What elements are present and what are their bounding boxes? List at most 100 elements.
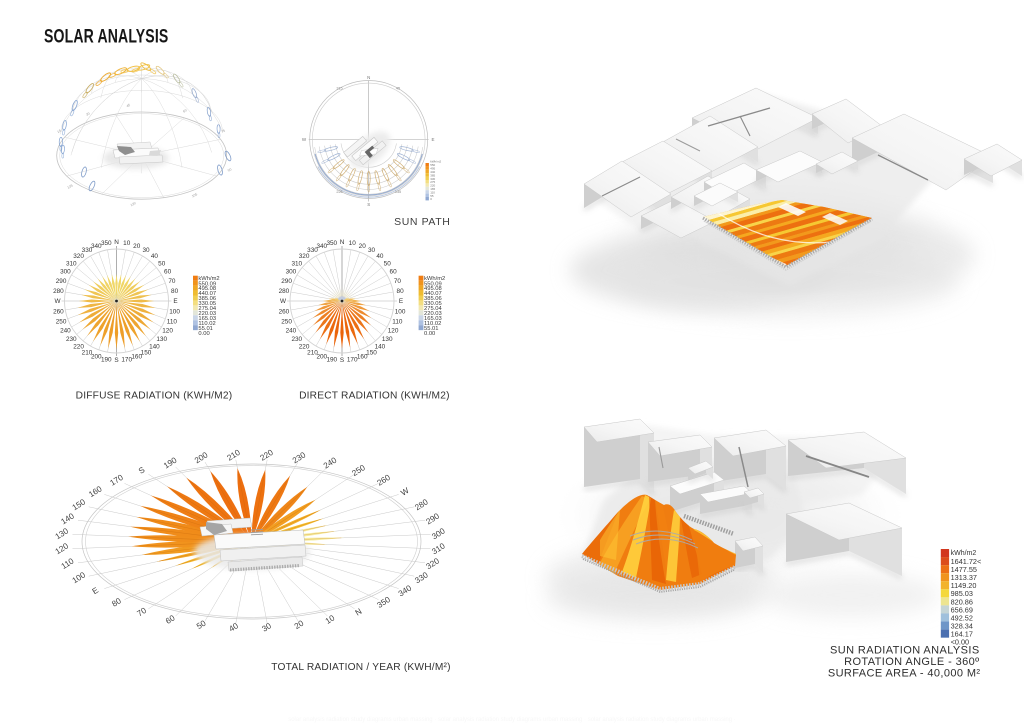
svg-text:290: 290	[56, 278, 67, 285]
svg-text:1641.72<: 1641.72<	[951, 557, 982, 566]
svg-text:N: N	[367, 75, 370, 80]
svg-text:495: 495	[430, 167, 435, 171]
svg-text:320: 320	[299, 253, 310, 260]
svg-text:350: 350	[101, 240, 112, 247]
svg-text:30: 30	[85, 111, 90, 116]
svg-text:225: 225	[336, 190, 342, 194]
svg-text:SOLAR ANALYSIS: SOLAR ANALYSIS	[44, 25, 168, 47]
svg-text:230: 230	[291, 336, 302, 343]
svg-text:TOTAL RADIATION / YEAR (KWH/M²: TOTAL RADIATION / YEAR (KWH/M²)	[271, 662, 450, 673]
svg-text:330: 330	[430, 177, 435, 181]
svg-text:70: 70	[168, 278, 176, 285]
svg-text:SURFACE AREA - 40,000 M²: SURFACE AREA - 40,000 M²	[828, 668, 981, 680]
svg-text:105: 105	[191, 192, 198, 198]
svg-text:280: 280	[279, 288, 290, 295]
svg-text:0.00: 0.00	[198, 331, 209, 337]
svg-text:120: 120	[388, 328, 399, 335]
svg-text:0.00: 0.00	[424, 331, 435, 337]
svg-text:440: 440	[430, 170, 435, 174]
svg-text:495.08: 495.08	[424, 286, 442, 292]
svg-text:320: 320	[73, 253, 84, 260]
svg-text:550: 550	[430, 163, 435, 167]
svg-text:140: 140	[375, 343, 386, 350]
svg-text:280: 280	[53, 288, 64, 295]
svg-text:130: 130	[156, 336, 167, 343]
svg-text:135: 135	[395, 190, 401, 194]
svg-text:100: 100	[395, 308, 406, 315]
svg-text:190: 190	[326, 356, 337, 363]
svg-text:150: 150	[366, 349, 377, 356]
svg-text:250: 250	[281, 318, 292, 325]
svg-text:495.08: 495.08	[198, 286, 216, 292]
svg-text:165: 165	[430, 187, 435, 191]
svg-text:55.01: 55.01	[424, 326, 439, 332]
svg-text:E: E	[399, 298, 403, 305]
svg-text:492.52: 492.52	[951, 613, 973, 622]
svg-text:120: 120	[162, 328, 173, 335]
svg-text:20: 20	[133, 243, 141, 250]
svg-text:1477.55: 1477.55	[951, 565, 977, 574]
svg-text:80: 80	[397, 288, 405, 295]
svg-text:60: 60	[182, 108, 187, 113]
svg-text:260: 260	[53, 308, 64, 315]
svg-text:55: 55	[430, 194, 434, 198]
svg-text:80: 80	[171, 288, 179, 295]
svg-text:S: S	[137, 465, 147, 476]
svg-text:0: 0	[430, 197, 432, 201]
svg-text:385: 385	[430, 173, 435, 177]
svg-text:250: 250	[56, 318, 67, 325]
svg-text:70: 70	[394, 278, 402, 285]
svg-text:820.86: 820.86	[951, 597, 973, 606]
svg-text:solar analysis radiation study: solar analysis radiation study diagrams …	[288, 717, 736, 723]
svg-text:120: 120	[130, 201, 137, 207]
svg-text:E: E	[91, 585, 101, 596]
svg-text:220: 220	[73, 343, 84, 350]
svg-text:290: 290	[281, 278, 292, 285]
svg-text:55.01: 55.01	[198, 326, 213, 332]
svg-text:ROTATION ANGLE - 360º: ROTATION ANGLE - 360º	[844, 656, 980, 668]
svg-text:160: 160	[357, 354, 368, 361]
svg-text:110.02: 110.02	[198, 321, 215, 327]
svg-text:30: 30	[142, 247, 150, 254]
svg-text:S: S	[340, 357, 344, 364]
svg-text:340: 340	[316, 243, 327, 250]
svg-text:220: 220	[430, 184, 435, 188]
svg-text:10: 10	[123, 240, 131, 247]
svg-text:90: 90	[227, 167, 232, 172]
svg-text:110.02: 110.02	[424, 321, 441, 327]
svg-text:260: 260	[279, 308, 290, 315]
svg-text:SUN RADIATION ANALYSIS: SUN RADIATION ANALYSIS	[830, 645, 980, 657]
svg-text:50: 50	[384, 260, 392, 267]
svg-text:240: 240	[286, 328, 297, 335]
svg-text:110: 110	[167, 318, 178, 325]
svg-text:330: 330	[307, 247, 318, 254]
svg-text:165.03: 165.03	[424, 316, 442, 322]
svg-text:315: 315	[336, 87, 342, 91]
svg-text:75: 75	[221, 129, 226, 134]
svg-text:40: 40	[151, 253, 159, 260]
svg-text:164.17: 164.17	[951, 630, 973, 639]
svg-text:985.03: 985.03	[951, 589, 973, 598]
svg-text:550.09: 550.09	[198, 281, 216, 287]
svg-text:W: W	[399, 486, 411, 498]
svg-text:E: E	[431, 137, 434, 142]
svg-text:330.05: 330.05	[424, 301, 442, 307]
svg-text:300: 300	[60, 269, 71, 276]
svg-text:kWh/m2: kWh/m2	[951, 550, 977, 557]
svg-text:1149.20: 1149.20	[951, 581, 977, 590]
svg-text:160: 160	[131, 354, 142, 361]
svg-text:SUN PATH: SUN PATH	[394, 216, 450, 228]
svg-text:150: 150	[141, 349, 152, 356]
svg-text:275: 275	[430, 180, 435, 184]
svg-text:100: 100	[169, 308, 180, 315]
svg-text:330: 330	[82, 247, 93, 254]
svg-text:200: 200	[316, 354, 327, 361]
svg-text:385.06: 385.06	[424, 296, 442, 302]
svg-text:210: 210	[82, 349, 93, 356]
svg-text:350: 350	[326, 240, 337, 247]
svg-text:440.07: 440.07	[198, 291, 216, 297]
svg-text:20: 20	[359, 243, 367, 250]
svg-text:S: S	[367, 202, 370, 207]
svg-text:200: 200	[91, 354, 102, 361]
svg-text:<0.00: <0.00	[951, 638, 969, 647]
